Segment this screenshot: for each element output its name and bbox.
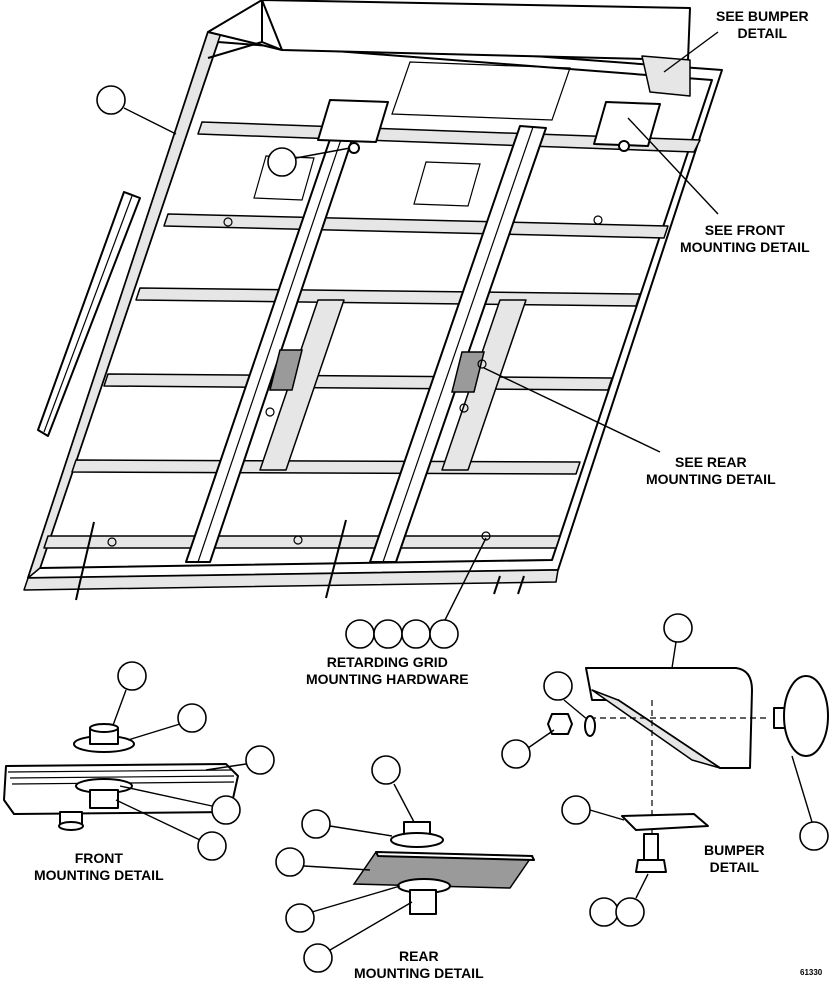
see-bumper-line2: DETAIL [737,25,788,41]
front-line1: FRONT [74,850,123,866]
front-line2: MOUNTING DETAIL [34,867,164,883]
bumper-line2: DETAIL [709,859,760,875]
bumper-detail-drawing [501,613,829,927]
see-rear-line2: MOUNTING DETAIL [646,471,776,487]
see-bumper-label: SEE BUMPER DETAIL [716,8,809,42]
grid-frame [23,0,723,601]
bumper-detail-label: BUMPER DETAIL [704,842,765,876]
see-front-line2: MOUNTING DETAIL [680,239,810,255]
rear-line1: REAR [398,948,439,964]
see-front-line1: SEE FRONT [704,222,785,238]
hardware-line2: MOUNTING HARDWARE [306,671,469,687]
see-rear-line1: SEE REAR [675,454,747,470]
front-mounting-detail-drawing [3,661,275,861]
see-bumper-line1: SEE BUMPER [716,8,809,24]
rear-mounting-detail-drawing [275,755,535,973]
hardware-label: RETARDING GRID MOUNTING HARDWARE [306,654,469,688]
bumper-line1: BUMPER [704,842,765,858]
front-mounting-label: FRONT MOUNTING DETAIL [34,850,164,884]
hardware-line1: RETARDING GRID [326,654,448,670]
figure-number: 61330 [800,968,823,977]
see-front-label: SEE FRONT MOUNTING DETAIL [680,222,810,256]
main-leaders [96,31,719,649]
rear-line2: MOUNTING DETAIL [354,965,484,981]
rear-mounting-label: REAR MOUNTING DETAIL [354,948,484,982]
see-rear-label: SEE REAR MOUNTING DETAIL [646,454,776,488]
